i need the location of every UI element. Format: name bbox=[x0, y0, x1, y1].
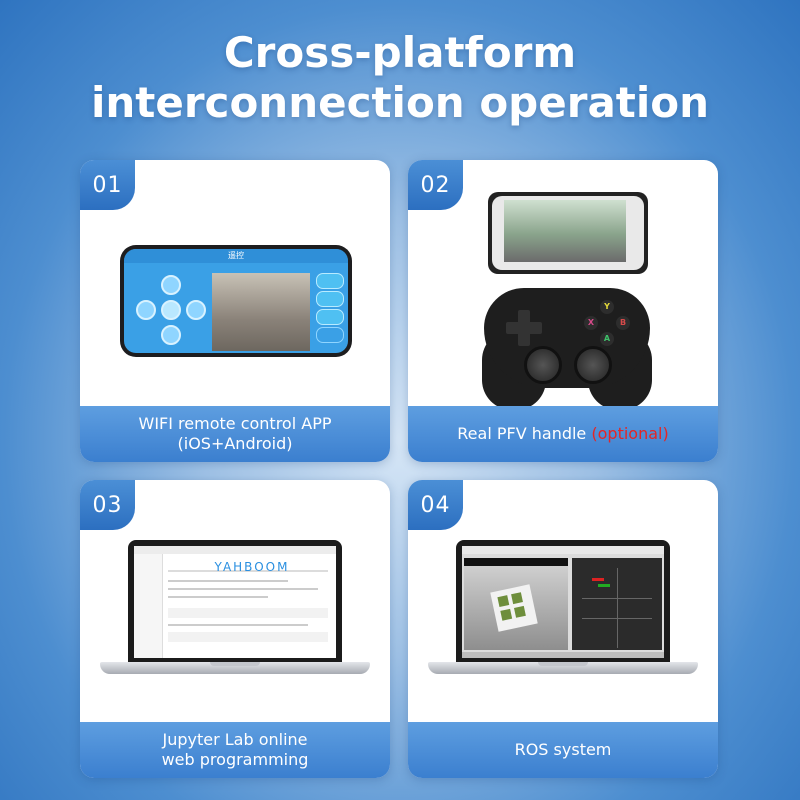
caption-line-1: ROS system bbox=[514, 740, 612, 759]
feature-card-handle: 02 Y X B A Real PFV handle (optional) bbox=[408, 160, 718, 462]
phone-app-image: 遥控 bbox=[120, 245, 352, 357]
dpad-icon bbox=[136, 275, 206, 345]
card-caption: Real PFV handle (optional) bbox=[408, 406, 718, 462]
camera-feed-image bbox=[212, 273, 310, 351]
caption-line-2: web programming bbox=[161, 750, 309, 769]
gamepad-x-button: X bbox=[584, 316, 598, 330]
card-number: 04 bbox=[408, 480, 463, 530]
gamepad-a-button: A bbox=[600, 332, 614, 346]
yahboom-logo: YAHBOOM bbox=[214, 560, 290, 574]
card-number: 02 bbox=[408, 160, 463, 210]
card-caption: ROS system bbox=[408, 722, 718, 778]
title-line-2: interconnection operation bbox=[90, 78, 710, 127]
laptop-jupyter-image: YAHBOOM bbox=[100, 540, 370, 680]
caption-line-1: WIFI remote control APP bbox=[138, 414, 332, 433]
card-caption: WIFI remote control APP (iOS+Android) bbox=[80, 406, 390, 462]
feature-card-jupyter: 03 YAHBOOM Jupyter Lab online web progra… bbox=[80, 480, 390, 778]
phone-holder-image bbox=[488, 192, 648, 274]
card-number: 01 bbox=[80, 160, 135, 210]
feature-card-app: 01 遥控 WIFI remote control APP (iOS+Andro… bbox=[80, 160, 390, 462]
gamepad-y-button: Y bbox=[600, 300, 614, 314]
app-screen-title: 遥控 bbox=[124, 249, 348, 263]
page-title: Cross-platform interconnection operation bbox=[0, 28, 800, 128]
card-caption: Jupyter Lab online web programming bbox=[80, 722, 390, 778]
caption-line-2: (iOS+Android) bbox=[177, 434, 293, 453]
title-line-1: Cross-platform bbox=[223, 28, 577, 77]
laptop-ros-image bbox=[428, 540, 698, 680]
gamepad-b-button: B bbox=[616, 316, 630, 330]
feature-card-ros: 04 bbox=[408, 480, 718, 778]
caption-optional: (optional) bbox=[591, 424, 669, 443]
card-number: 03 bbox=[80, 480, 135, 530]
caption-line-1: Jupyter Lab online bbox=[162, 730, 308, 749]
gamepad-image: Y X B A bbox=[484, 288, 650, 388]
caption-main: Real PFV handle bbox=[457, 424, 587, 443]
